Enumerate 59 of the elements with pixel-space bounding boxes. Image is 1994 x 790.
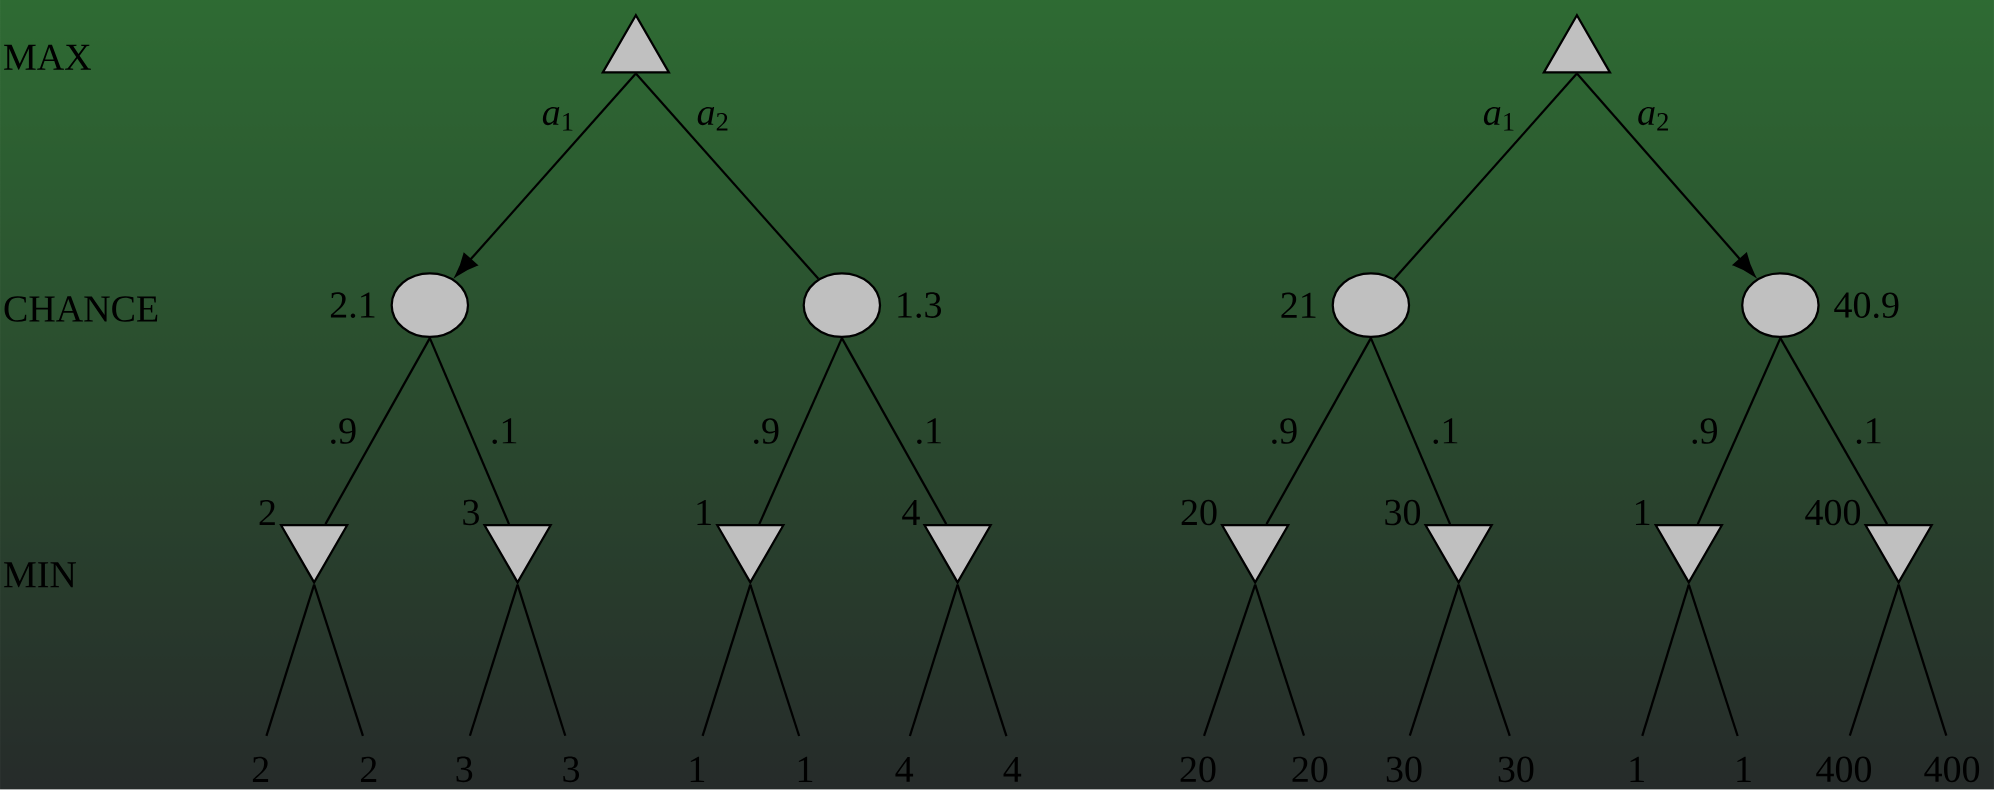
edge-label: .1 [1856,418,1881,445]
value-label: 21 [1281,292,1316,318]
value-label: 30 [1385,499,1421,526]
tree-edge [324,337,431,525]
tree-edge [635,73,820,280]
edge-label: .9 [331,418,356,445]
value-label: 4 [902,500,920,526]
value-label: 400 [1805,499,1861,526]
edge-label: a$_{1}$ [542,107,573,131]
edge-label: .9 [1272,418,1297,445]
edge-label: .1 [1433,418,1458,445]
chance-node [802,272,882,339]
tree-edge [1696,337,1782,525]
tree-edge [701,584,752,737]
tree-edge [1254,584,1306,737]
tree-edge [908,584,959,737]
tree-edge [749,584,801,737]
edge-label: .1 [492,418,517,445]
value-label: 1 [697,500,711,526]
tree-edge [1369,337,1452,525]
value-label: 2.1 [330,292,375,319]
arrow [1576,73,1756,277]
level-label: MAX [4,44,91,70]
tree-edge [265,584,316,737]
edge-label: .9 [754,418,779,445]
tree-edge [428,337,510,525]
chance-node [1331,272,1411,339]
value-label: 1 [1636,500,1650,526]
tree-edge [758,337,843,525]
tree-edge [840,337,948,525]
tree-edge [1641,584,1690,737]
edge-label: .9 [1692,418,1717,445]
tree-edge [1408,584,1460,737]
tree-edge [516,584,567,737]
value-label: 40.9 [1834,292,1899,319]
edge-label: a$_{2}$ [1638,107,1668,131]
tree-edge [468,584,519,737]
tree-edge [1265,337,1372,525]
edge-label: a$_{2}$ [697,107,728,131]
level-label: MIN [4,562,76,588]
tree-edge [1687,584,1739,737]
level-label: CHANCE [4,296,158,322]
tree-edge [956,584,1008,737]
tree-edge [1848,584,1900,737]
value-label: 2 [259,500,275,526]
tree-edge [1779,337,1889,525]
edge-label: a$_{1}$ [1483,107,1514,131]
chance-node [390,272,470,339]
tree-edge [313,584,364,737]
tree-edge [1457,584,1511,737]
tree-edge [1393,73,1578,280]
arrow [455,73,637,277]
tree-edge [1897,584,1948,737]
value-label: 3 [463,499,479,526]
value-label: 20 [1181,499,1217,526]
value-label: 1.3 [898,292,941,319]
edge-label: .1 [917,418,941,445]
tree-edge [1203,584,1257,737]
chance-node [1741,272,1820,339]
